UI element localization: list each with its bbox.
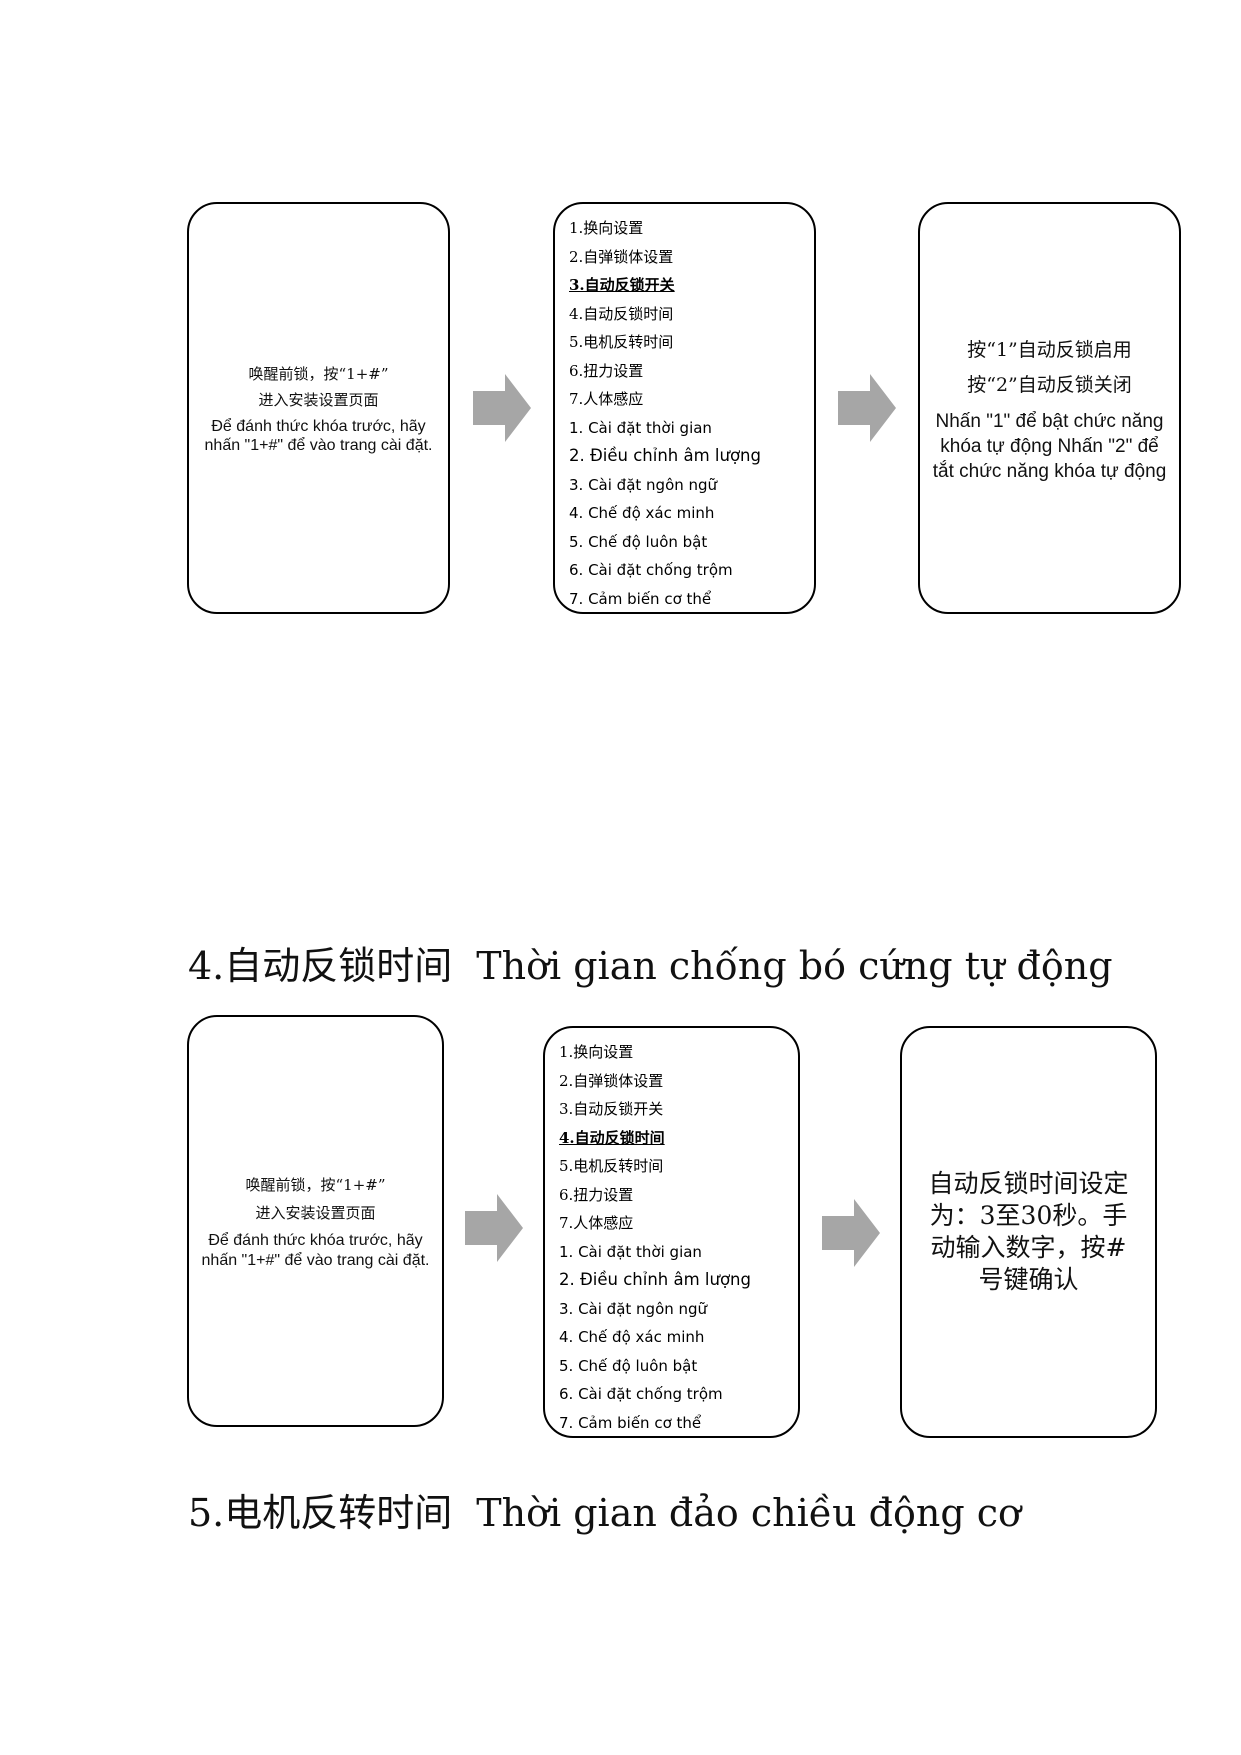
section4-heading: 4.自动反锁时间 Thời gian chống bó cứng tự động [188,935,1113,990]
menu-item: 2. Điều chỉnh âm lượng [569,446,761,465]
menu-item: 5.电机反转时间 [559,1157,664,1175]
s3-menu-box: 1.换向设置 2.自弹锁体设置 3.自动反锁开关 4.自动反锁时间 5.电机反转时间 6.… [553,202,816,614]
menu-item: 1.换向设置 [559,1043,634,1061]
menu-item: 4.自动反锁时间 [559,1128,665,1147]
s3-step1-vi-text: Để đánh thức khóa trước, hãy nhấn "1+#" … [204,418,433,454]
section4-number: 4. [188,944,225,988]
menu-item: 1. Cài đặt thời gian [559,1242,702,1261]
menu-item: 3. Cài đặt ngôn ngữ [569,475,718,494]
right-arrow-icon [822,1199,880,1267]
right-arrow-icon [838,374,896,442]
menu-item: 6.扭力设置 [559,1185,634,1204]
menu-item: 5.电机反转时间 [569,333,674,351]
section5-heading: 5.电机反转时间 Thời gian đảo chiều động cơ [188,1482,1021,1537]
menu-item: 7. Cảm biến cơ thể [569,589,712,608]
menu-item: 2.自弹锁体设置 [559,1071,664,1090]
s3-step1-zh-line2: 进入安装设置页面 [258,391,379,409]
menu-item: 5. Chế độ luôn bật [559,1356,698,1375]
s4-step1-box: 唤醒前锁，按“1+#” 进入安装设置页面 Để đánh thức khóa t… [187,1015,444,1427]
s4-step1-vi-text: Để đánh thức khóa trước, hãy nhấn "1+#" … [201,1232,430,1269]
s3-menu-list: 1.换向设置 2.自弹锁体设置 3.自动反锁开关 4.自动反锁时间 5.电机反转时间 6.… [555,204,814,612]
s4-step3-box: 自动反锁时间设定为：3至30秒。手动输入数字，按#号键确认 [900,1026,1157,1438]
section5-number: 5. [188,1491,225,1535]
menu-item: 2.自弹锁体设置 [569,247,674,266]
right-arrow-icon [465,1194,523,1262]
s4-step1-zh-line2: 进入安装设置页面 [255,1204,376,1222]
section5-title-vi: Thời gian đảo chiều động cơ [476,1491,1021,1535]
menu-item: 4. Chế độ xác minh [569,504,715,522]
s4-menu-box: 1.换向设置 2.自弹锁体设置 3.自动反锁开关 4.自动反锁时间 5.电机反转时间 6.… [543,1026,800,1438]
s3-step3-zh-line2: 按“2”自动反锁关闭 [967,373,1132,396]
menu-item: 6. Cài đặt chống trộm [569,561,733,579]
menu-item: 5. Chế độ luôn bật [569,532,708,551]
menu-item: 3.自动反锁开关 [569,276,675,294]
section4-title-vi: Thời gian chống bó cứng tự động [476,944,1113,988]
s3-step1-box: 唤醒前锁，按“1+#” 进入安装设置页面 Để đánh thức khóa t… [187,202,450,614]
s4-step1-zh-line1: 唤醒前锁，按“1+#” [245,1176,386,1194]
menu-item: 2. Điều chỉnh âm lượng [559,1270,751,1289]
section4-title-zh: 自动反锁时间 [224,944,453,988]
s4-step3-zh-text: 自动反锁时间设定为：3至30秒。手动输入数字，按#号键确认 [928,1169,1129,1294]
menu-item: 4. Chế độ xác minh [559,1328,705,1346]
s3-step1-zh-line1: 唤醒前锁，按“1+#” [248,365,389,383]
menu-item: 6. Cài đặt chống trộm [559,1385,723,1403]
s3-step3-box: 按“1”自动反锁启用 按“2”自动反锁关闭 Nhấn "1" để bật ch… [918,202,1181,614]
menu-item: 7.人体感应 [559,1214,634,1232]
menu-item: 3. Cài đặt ngôn ngữ [559,1299,708,1318]
section5-title-zh: 电机反转时间 [224,1491,453,1535]
menu-item: 1. Cài đặt thời gian [569,418,712,437]
menu-item: 3.自动反锁开关 [559,1100,664,1118]
right-arrow-icon [473,374,531,442]
menu-item: 4.自动反锁时间 [569,304,674,323]
s4-menu-list: 1.换向设置 2.自弹锁体设置 3.自动反锁开关 4.自动反锁时间 5.电机反转时间 6.… [545,1028,798,1436]
menu-item: 7. Cảm biến cơ thể [559,1413,702,1432]
menu-item: 1.换向设置 [569,219,644,237]
s3-step3-vi-text: Nhấn "1" để bật chức năng khóa tự động N… [932,410,1167,482]
s3-step3-zh-line1: 按“1”自动反锁启用 [967,338,1132,361]
menu-item: 7.人体感应 [569,390,644,408]
menu-item: 6.扭力设置 [569,361,644,380]
